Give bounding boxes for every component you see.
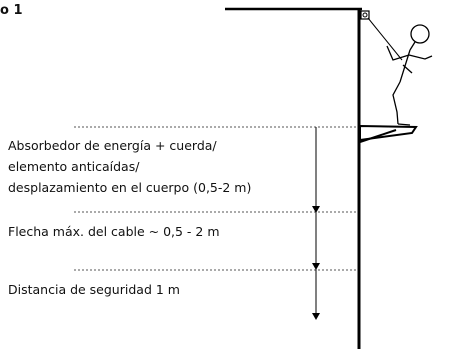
- anchor-ring: [362, 12, 368, 18]
- worker-foot: [397, 123, 411, 126]
- label-absorber-line3: desplazamiento en el cuerpo (0,5-2 m): [8, 180, 252, 195]
- arrow-head-2: [312, 263, 320, 270]
- worker-arm-right: [408, 54, 433, 60]
- worker-head: [410, 24, 430, 44]
- label-cable-sag: Flecha máx. del cable ~ 0,5 - 2 m: [8, 224, 220, 239]
- worker-leg: [392, 81, 401, 125]
- arrow-head-3: [312, 313, 320, 320]
- anchor-point: [360, 10, 370, 20]
- label-safety-distance: Distancia de seguridad 1 m: [8, 282, 180, 297]
- figure-title: o 1: [0, 3, 23, 18]
- label-absorber-line2: elemento anticaídas/: [8, 159, 140, 174]
- worker-neck: [409, 41, 416, 51]
- arrow-head-1: [312, 206, 320, 213]
- lanyard: [367, 17, 403, 61]
- label-absorber-line1: Absorbedor de energía + cuerda/: [8, 138, 217, 153]
- worker-arm-left: [386, 45, 410, 61]
- worker-figure: [386, 24, 433, 126]
- worker-forearm: [402, 64, 413, 74]
- bracket-strut: [359, 129, 397, 143]
